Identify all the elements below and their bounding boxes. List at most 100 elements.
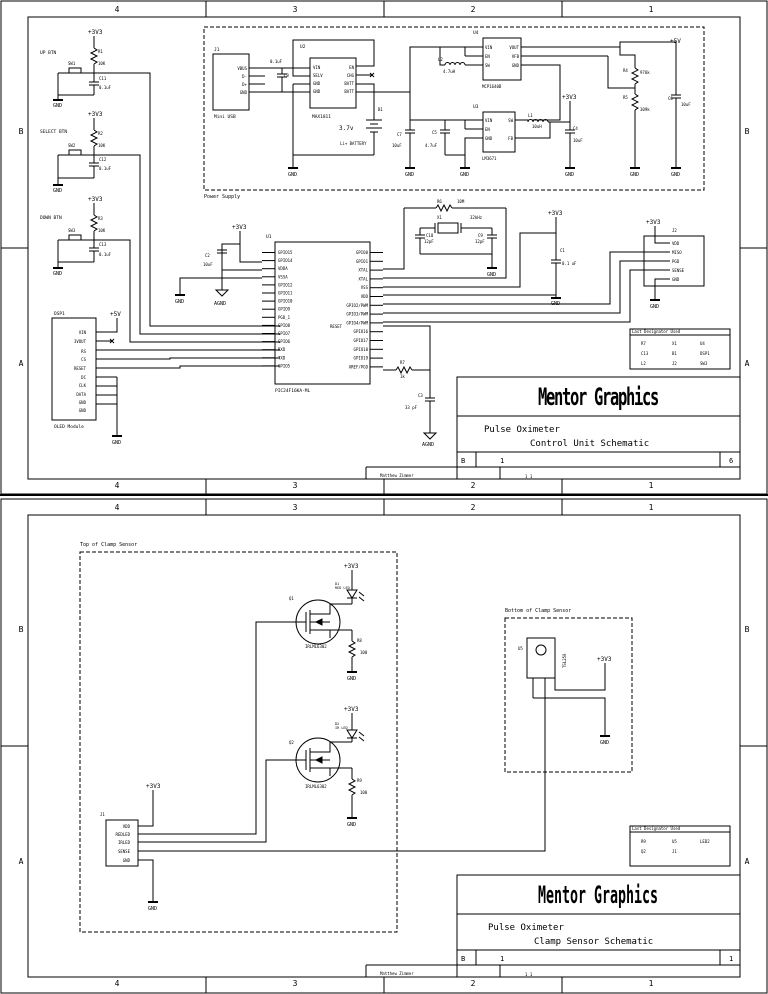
svg-text:RESET: RESET bbox=[74, 366, 87, 371]
svg-text:12pF: 12pF bbox=[424, 239, 434, 244]
svg-text:GND: GND bbox=[53, 188, 62, 194]
mentor-graphics-logo: Mentor Graphics bbox=[538, 383, 658, 411]
svg-text:6: 6 bbox=[729, 457, 733, 465]
svg-text:GND: GND bbox=[347, 676, 356, 682]
svg-text:GND: GND bbox=[347, 822, 356, 828]
svg-text:IRLML6302: IRLML6302 bbox=[305, 644, 327, 649]
mcu-pin-label: GPIO12 bbox=[278, 282, 293, 287]
svg-text:R4: R4 bbox=[623, 68, 628, 73]
title-block-2: Mentor Graphics Pulse Oximeter Clamp Sen… bbox=[365, 874, 741, 978]
svg-text:3VOUT: 3VOUT bbox=[74, 339, 87, 344]
svg-text:EN: EN bbox=[485, 54, 490, 59]
svg-text:SENSE: SENSE bbox=[672, 268, 685, 273]
svg-text:EN: EN bbox=[349, 65, 354, 70]
svg-text:GND: GND bbox=[671, 172, 680, 178]
svg-text:D1: D1 bbox=[335, 582, 339, 586]
power-supply-box bbox=[203, 26, 705, 191]
svg-text:SELECT BTN: SELECT BTN bbox=[40, 129, 67, 135]
svg-text:D2: D2 bbox=[335, 722, 339, 726]
svg-text:GND: GND bbox=[460, 172, 469, 178]
control-unit-schematic: 4 3 2 1 4 3 2 1 B A B A UP BTN +3V3 R1 1… bbox=[0, 0, 768, 495]
svg-text:PGD: PGD bbox=[672, 259, 680, 264]
mcu-pin-label: GPIO7 bbox=[278, 331, 291, 336]
svg-text:MAX1811: MAX1811 bbox=[312, 114, 331, 120]
mcu-pin-label: XTAL bbox=[358, 268, 368, 273]
svg-text:GND: GND bbox=[53, 271, 62, 277]
svg-text:R9: R9 bbox=[357, 778, 362, 783]
mcu-pin-label: GPIO15 bbox=[278, 250, 293, 255]
mcu-pin-label: GPIO2/PWM bbox=[346, 303, 368, 308]
svg-text:4.7uF: 4.7uF bbox=[425, 143, 438, 148]
title-line2: Control Unit Schematic bbox=[530, 439, 649, 449]
column-label: 1 bbox=[649, 5, 654, 14]
button-down-circuit: DOWN BTN +3V3 R3 10K SW3 C13 0.1uF GND bbox=[40, 196, 280, 343]
svg-text:R2: R2 bbox=[98, 131, 103, 136]
mcu-pin-label: GPIO9 bbox=[278, 307, 291, 312]
svg-text:IRLML6302: IRLML6302 bbox=[305, 784, 327, 789]
svg-text:+3V3: +3V3 bbox=[646, 219, 661, 226]
bottom-clamp-box bbox=[504, 617, 633, 773]
mcu-pin-label: VSSA bbox=[278, 274, 288, 279]
svg-text:VIN: VIN bbox=[485, 118, 493, 123]
svg-text:+3V3: +3V3 bbox=[597, 656, 612, 663]
connector-j1: J1 VDD REDLED IRLED SENSE GND +3V3 GND bbox=[100, 678, 546, 912]
svg-text:L1: L1 bbox=[528, 113, 533, 118]
svg-text:0.1uF: 0.1uF bbox=[99, 252, 112, 257]
microcontroller: U1 PIC24F16KA-ML RESET GPIO15GPIO14VDDAV… bbox=[175, 224, 383, 394]
svg-text:J2: J2 bbox=[672, 228, 677, 233]
title-line1: Pulse Oximeter bbox=[484, 425, 560, 435]
svg-text:MCP1640B: MCP1640B bbox=[482, 84, 502, 89]
svg-text:976k: 976k bbox=[640, 70, 650, 75]
svg-text:R9: R9 bbox=[641, 839, 646, 844]
svg-text:U2: U2 bbox=[300, 44, 306, 50]
svg-text:C3: C3 bbox=[418, 393, 423, 398]
column-label: 3 bbox=[293, 503, 298, 512]
button-select-circuit: SELECT BTN +3V3 R2 10K SW2 C12 0.1uF GND bbox=[40, 111, 280, 335]
svg-text:100: 100 bbox=[360, 650, 368, 655]
svg-text:10uF: 10uF bbox=[573, 138, 583, 143]
svg-text:4.7uH: 4.7uH bbox=[443, 69, 456, 74]
svg-text:LED2: LED2 bbox=[700, 839, 710, 844]
control-unit-sheet: 4 3 2 1 4 3 2 1 B A B A UP BTN +3V3 R1 1… bbox=[0, 0, 768, 495]
crystal-circuit: X1 32kHz R6 10M C10 12pF C9 12pF GND bbox=[383, 199, 507, 279]
svg-text:X1: X1 bbox=[437, 215, 442, 220]
svg-text:OLED Module: OLED Module bbox=[54, 424, 84, 430]
mcu-pin-label: GPIO16 bbox=[354, 329, 369, 334]
svg-text:VOUT: VOUT bbox=[509, 45, 519, 50]
svg-text:C1: C1 bbox=[560, 248, 565, 253]
svg-text:L2: L2 bbox=[641, 361, 646, 366]
svg-text:GND: GND bbox=[405, 172, 414, 178]
mcu-pin-label: GPIO3/PWM bbox=[346, 312, 368, 317]
mcu-pin-label: GPIO8 bbox=[278, 323, 291, 328]
column-label: 3 bbox=[293, 481, 298, 490]
clamp-sensor-schematic: 4 3 2 1 4 3 2 1 B A B A Top of Clamp Sen… bbox=[0, 498, 768, 994]
svg-text:C13: C13 bbox=[641, 351, 649, 356]
svg-text:AGND: AGND bbox=[214, 301, 226, 307]
svg-text:+3V3: +3V3 bbox=[562, 94, 577, 101]
svg-text:VIN: VIN bbox=[313, 65, 321, 70]
svg-text:+5V: +5V bbox=[110, 311, 121, 318]
svg-text:VFB: VFB bbox=[512, 54, 520, 59]
title-line2: Clamp Sensor Schematic bbox=[534, 937, 653, 947]
mcu-pin-label: AREF/PGD bbox=[349, 364, 369, 369]
svg-text:DATA: DATA bbox=[76, 392, 86, 397]
svg-text:VIN: VIN bbox=[79, 330, 87, 335]
mcu-pin-label: GPIO17 bbox=[354, 338, 369, 343]
light-sensor: U5 TSL250 +3V3 GND bbox=[518, 637, 612, 746]
svg-text:1: 1 bbox=[500, 457, 504, 465]
svg-text:AGND: AGND bbox=[422, 442, 434, 448]
svg-text:U4: U4 bbox=[473, 30, 479, 36]
column-label: 3 bbox=[293, 979, 298, 988]
svg-text:IR LED: IR LED bbox=[335, 726, 348, 730]
column-markers bbox=[1, 1, 767, 494]
button-up-circuit: UP BTN +3V3 R1 10K SW1 C11 0.1uF GND bbox=[40, 29, 280, 327]
svg-text:R7: R7 bbox=[400, 360, 405, 365]
svg-text:GND: GND bbox=[313, 81, 321, 86]
designator-table-1: Last Designator Used R7 X1 U4 C13 B1 DSP… bbox=[629, 328, 731, 370]
row-label: A bbox=[19, 857, 24, 866]
svg-text:J2: J2 bbox=[672, 361, 677, 366]
svg-text:X1: X1 bbox=[672, 341, 677, 346]
column-label: 4 bbox=[115, 5, 120, 14]
svg-text:VDD: VDD bbox=[123, 824, 131, 829]
svg-text:U5: U5 bbox=[518, 646, 523, 651]
